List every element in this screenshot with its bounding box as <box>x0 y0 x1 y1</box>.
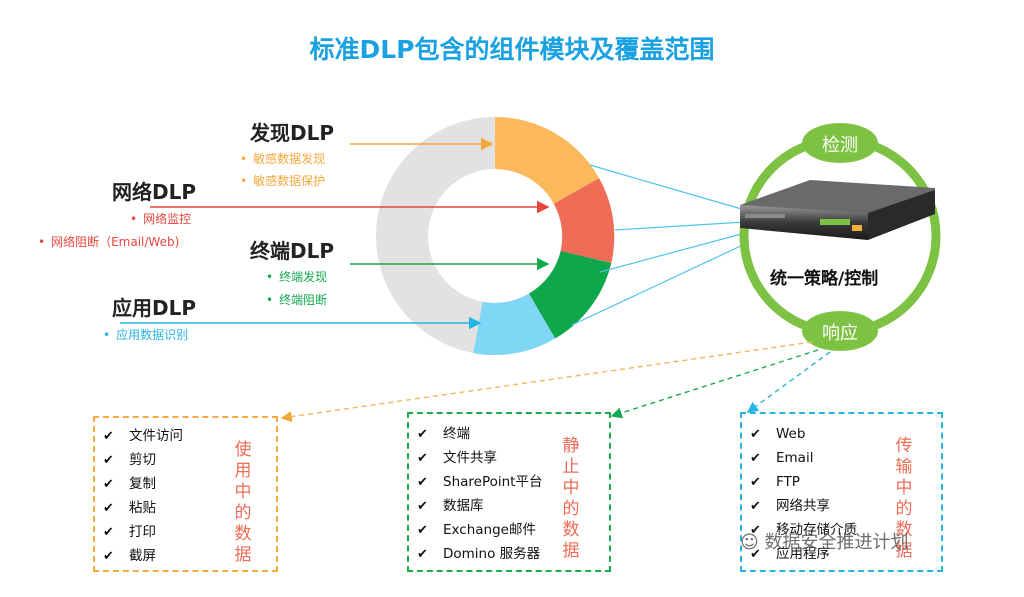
list-item: ✔终端 <box>417 422 542 446</box>
list-item: ✔Email <box>750 446 857 470</box>
check-icon: ✔ <box>103 525 114 540</box>
detect-pill <box>802 123 878 163</box>
component-name-endpoint: 终端DLP <box>249 239 334 263</box>
check-icon: ✔ <box>750 427 761 442</box>
bullet-icon: • <box>130 212 138 226</box>
page-title: 标准DLP包含的组件模块及覆盖范围 <box>309 35 715 64</box>
watermark: ☺ 数据安全推进计划 <box>740 532 909 553</box>
list-item: ✔移动存储介质 <box>750 518 857 542</box>
respond-label: 响应 <box>822 323 858 344</box>
list-item: ✔网络共享 <box>750 494 857 518</box>
list-item: ✔复制 <box>103 472 183 496</box>
data-in-motion-box: ✔Web ✔Email ✔FTP ✔网络共享 ✔移动存储介质 ✔应用程序 传输中… <box>740 412 943 572</box>
list-item: ✔Domino 服务器 <box>417 542 542 566</box>
component-item: •终端发现 <box>266 270 328 284</box>
bullet-icon: • <box>266 293 274 307</box>
check-icon: ✔ <box>750 451 761 466</box>
list-item: ✔文件访问 <box>103 424 183 448</box>
component-item: •网络阻断（Email/Web) <box>38 235 180 249</box>
list-item: ✔应用程序 <box>750 542 857 566</box>
check-icon: ✔ <box>417 451 428 466</box>
list-item: ✔数据库 <box>417 494 542 518</box>
list-item: ✔SharePoint平台 <box>417 470 542 494</box>
data-at-rest-box: ✔终端 ✔文件共享 ✔SharePoint平台 ✔数据库 ✔Exchange邮件… <box>407 412 611 572</box>
check-icon: ✔ <box>417 547 428 562</box>
list-item: ✔剪切 <box>103 448 183 472</box>
check-icon: ✔ <box>103 429 114 444</box>
check-icon: ✔ <box>750 475 761 490</box>
box-vertical-label: 使用中的数据 <box>234 440 252 565</box>
check-icon: ✔ <box>417 427 428 442</box>
bullet-icon: • <box>240 152 248 166</box>
check-icon: ✔ <box>417 523 428 538</box>
detect-label: 检测 <box>822 135 858 156</box>
connector-lines <box>571 164 746 326</box>
donut-segment-discovery <box>494 117 600 205</box>
check-icon: ✔ <box>103 549 114 564</box>
dashed-arrow-at-rest <box>610 349 819 419</box>
check-icon: ✔ <box>417 499 428 514</box>
donut-segment-endpoint <box>528 250 612 339</box>
check-icon: ✔ <box>103 477 114 492</box>
component-name-network: 网络DLP <box>111 180 196 204</box>
bullet-icon: • <box>266 270 274 284</box>
unified-policy-label: 统一策略/控制 <box>770 269 879 289</box>
check-icon: ✔ <box>103 453 114 468</box>
component-item: •网络监控 <box>130 212 192 226</box>
donut-segment-application <box>473 293 556 355</box>
check-icon: ✔ <box>750 523 761 538</box>
list-item: ✔截屏 <box>103 544 183 568</box>
component-item: •敏感数据发现 <box>240 152 326 166</box>
donut-segment-network <box>553 178 615 263</box>
check-icon: ✔ <box>103 501 114 516</box>
bullet-icon: • <box>38 235 46 249</box>
list-item: ✔文件共享 <box>417 446 542 470</box>
component-name-discovery: 发现DLP <box>249 121 334 145</box>
check-icon: ✔ <box>750 499 761 514</box>
box-vertical-label: 传输中的数据 <box>895 436 913 561</box>
check-icon: ✔ <box>417 475 428 490</box>
dashed-arrow-in-use <box>280 341 813 423</box>
list-item: ✔Web <box>750 422 857 446</box>
component-item: •终端阻断 <box>266 293 328 307</box>
list-item: ✔粘贴 <box>103 496 183 520</box>
list-item: ✔FTP <box>750 470 857 494</box>
dashed-arrow-in-motion <box>746 351 831 413</box>
component-item: •应用数据识别 <box>103 328 189 342</box>
box-vertical-label: 静止中的数据 <box>562 436 580 561</box>
component-item: •敏感数据保护 <box>240 174 326 188</box>
list-item: ✔Exchange邮件 <box>417 518 542 542</box>
data-in-use-box: ✔文件访问 ✔剪切 ✔复制 ✔粘贴 ✔打印 ✔截屏 使用中的数据 <box>93 416 278 572</box>
wechat-icon: ☺ <box>740 532 759 553</box>
component-name-application: 应用DLP <box>111 296 196 320</box>
bullet-icon: • <box>240 174 248 188</box>
server-appliance <box>740 180 935 240</box>
bullet-icon: • <box>103 328 111 342</box>
list-item: ✔打印 <box>103 520 183 544</box>
respond-pill <box>802 311 878 351</box>
check-icon: ✔ <box>750 547 761 562</box>
